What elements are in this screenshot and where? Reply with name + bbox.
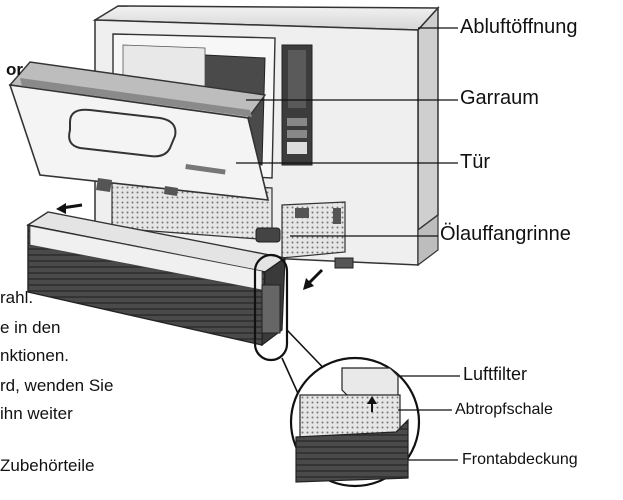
label-front-cover: Frontabdeckung (462, 451, 578, 468)
bg-text-fragment-top: or (6, 60, 23, 79)
bg-text-line-1: rahl. (0, 288, 34, 307)
bg-text-line-4: rd, wenden Sie (0, 376, 114, 395)
label-cooking-cavity: Garraum (460, 87, 539, 109)
leader-lines (236, 27, 460, 461)
label-air-filter: Luftfilter (463, 364, 528, 384)
detail-magnifier (289, 356, 421, 488)
label-door: Tür (460, 151, 490, 173)
oven-door (8, 61, 270, 201)
grease-channel (255, 227, 281, 243)
door-handle (68, 108, 177, 158)
label-drip-tray: Abtropfschale (455, 401, 553, 418)
filter-insert (261, 284, 281, 334)
filter-highlight (253, 253, 289, 362)
label-grease-channel: Ölauffangrinne (440, 223, 571, 245)
bg-text-line-2: e in den (0, 318, 61, 337)
bg-text-line-6: Zubehörteile (0, 456, 95, 475)
removal-arrows (56, 203, 324, 290)
control-panel (281, 44, 313, 166)
label-exhaust-vent: Abluftöffnung (460, 16, 578, 38)
bg-text-line-3: nktionen. (0, 346, 69, 365)
bg-text-line-5: ihn weiter (0, 404, 73, 423)
